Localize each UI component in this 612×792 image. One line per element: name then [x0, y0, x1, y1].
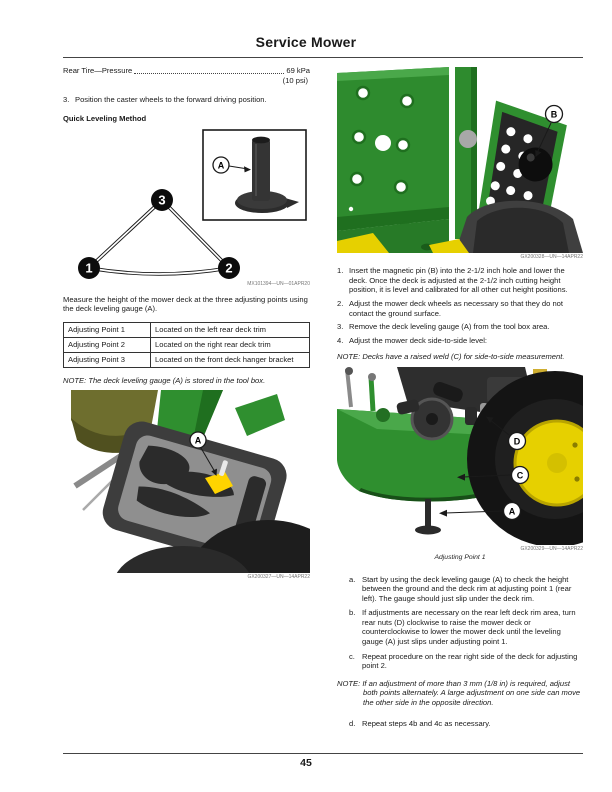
figure-toolbox-photo: A GX200327—UN—14APR22: [63, 390, 310, 580]
adjusting-point-3-marker: 3: [151, 189, 173, 212]
height-adjustment-panel: [478, 100, 567, 232]
table-cell-location: Located on the right rear deck trim: [150, 336, 310, 353]
step-item: 3. Remove the deck leveling gauge (A) fr…: [337, 322, 583, 332]
figure-caption: MX101394—UN—01APR20: [247, 281, 310, 288]
page-number: 45: [300, 757, 312, 769]
spec-row: Rear Tire—Pressure 69 kPa: [63, 66, 310, 76]
svg-text:3: 3: [158, 193, 165, 208]
callout-a-badge: A: [439, 501, 522, 520]
table-row: Adjusting Point 2 Located on the right r…: [63, 336, 310, 353]
figure-height-panel-photo: B GX200328—UN—14APR22: [337, 67, 583, 260]
adjusting-point-1-marker: 1: [78, 257, 100, 280]
figure-subcaption: Adjusting Point 1: [434, 554, 486, 562]
deck-leveling-gauge-in-tray: [205, 460, 233, 495]
substep-letter: c.: [349, 651, 355, 661]
step-number: 3.: [63, 95, 70, 105]
footer-rule: [63, 753, 583, 754]
substep-list: d. Repeat steps 4b and 4c as necessary.: [349, 719, 583, 729]
left-frame-rods: [345, 366, 376, 411]
green-frame-panel: [337, 67, 449, 253]
substep-letter: d.: [349, 719, 356, 729]
leveling-diagram-illustration: A 1 2 3: [78, 129, 307, 280]
left-column: Rear Tire—Pressure 69 kPa (10 psi) 3. Po…: [63, 66, 310, 581]
substep-list: a. Start by using the deck leveling gaug…: [349, 575, 583, 671]
step-text: Adjust the mower deck side-to-side level…: [349, 335, 488, 345]
svg-text:B: B: [551, 110, 558, 120]
deck-leveling-gauge: [415, 498, 441, 535]
section-heading: Quick Leveling Method: [63, 113, 147, 123]
step-text: Remove the deck leveling gauge (A) from …: [349, 322, 550, 332]
callout-c-badge: C: [457, 465, 530, 484]
rear-tire: [467, 370, 583, 545]
table-row: Adjusting Point 3 Located on the front d…: [63, 351, 310, 368]
callout-a-badge: A: [212, 156, 251, 174]
substep-text: Repeat procedure on the rear right side …: [362, 651, 578, 671]
step-text: Position the caster wheels to the forwar…: [75, 95, 267, 105]
substep-item: a. Start by using the deck leveling gaug…: [349, 575, 583, 604]
table-cell-point: Adjusting Point 3: [63, 351, 151, 368]
substep-item: c. Repeat procedure on the rear right si…: [349, 652, 583, 671]
rear-wheel: [116, 520, 310, 574]
step-number: 4.: [337, 335, 344, 345]
figure-leveling-diagram: A 1 2 3 MX10: [63, 128, 310, 287]
svg-text:2: 2: [225, 261, 232, 276]
substep-letter: b.: [349, 608, 356, 618]
table-cell-location: Located on the front deck hanger bracket: [150, 351, 310, 368]
step-item: 4. Adjust the mower deck side-to-side le…: [337, 336, 583, 346]
table-row: Adjusting Point 1 Located on the left re…: [63, 321, 310, 338]
substep-text: Start by using the deck leveling gauge (…: [362, 574, 572, 603]
page-title: Service Mower: [255, 34, 357, 50]
note-adjustment-limit: NOTE: If an adjustment of more than 3 mm…: [337, 678, 581, 707]
figure-caption: GX200327—UN—14APR22: [247, 574, 310, 581]
figure-caption: GX200329—UN—14APR22: [520, 545, 583, 552]
substep-text: Repeat steps 4b and 4c as necessary.: [362, 719, 491, 729]
toolbox-photo-illustration: A: [71, 390, 310, 574]
callout-b-badge: B: [535, 104, 564, 157]
frame-post: [455, 67, 477, 239]
spec-label: Rear Tire—Pressure: [63, 66, 133, 75]
svg-text:1: 1: [85, 261, 92, 276]
table-cell-location: Located on the left rear deck trim: [150, 321, 310, 338]
step-number: 1.: [337, 266, 344, 276]
table-cell-point: Adjusting Point 1: [63, 321, 151, 338]
header-rule: [63, 57, 583, 58]
callout-a-badge: A: [189, 431, 217, 477]
height-panel-photo-illustration: B: [337, 67, 583, 253]
adjusting-points-table: Adjusting Point 1 Located on the left re…: [63, 321, 310, 368]
svg-text:C: C: [517, 470, 524, 480]
substep-letter: a.: [349, 574, 356, 584]
step-item: 1. Insert the magnetic pin (B) into the …: [337, 266, 583, 295]
table-cell-point: Adjusting Point 2: [63, 336, 151, 353]
gauge-illustration: [235, 136, 299, 214]
fender: [455, 200, 583, 253]
svg-text:A: A: [218, 161, 225, 171]
callout-d-badge: D: [486, 416, 527, 450]
measure-paragraph: Measure the height of the mower deck at …: [63, 294, 308, 314]
substep-text: If adjustments are necessary on the rear…: [362, 608, 576, 647]
adjusting-point-2-marker: 2: [218, 257, 240, 280]
note-toolbox: NOTE: The deck leveling gauge (A) is sto…: [63, 375, 266, 385]
substep-item: d. Repeat steps 4b and 4c as necessary.: [349, 719, 583, 729]
step-item: 2. Adjust the mower deck wheels as neces…: [337, 299, 583, 318]
svg-text:D: D: [514, 436, 521, 446]
step-text: Adjust the mower deck wheels as necessar…: [349, 298, 564, 318]
deck-side-photo-illustration: D C A: [337, 366, 583, 545]
dot-leader: [134, 72, 285, 74]
note-raised-weld: NOTE: Decks have a raised weld (C) for s…: [337, 352, 565, 362]
spec-value-secondary: (10 psi): [282, 75, 308, 85]
step-item: 3. Position the caster wheels to the for…: [63, 95, 310, 105]
svg-text:A: A: [195, 436, 202, 446]
figure-caption: GX200328—UN—14APR22: [520, 254, 583, 260]
step-number: 3.: [337, 322, 344, 332]
step-number: 2.: [337, 298, 344, 308]
svg-text:A: A: [509, 506, 516, 516]
step-text: Insert the magnetic pin (B) into the 2-1…: [349, 266, 568, 295]
figure-deck-side-photo: D C A GX200329—UN—14APR22 Adjusting Poin…: [337, 366, 583, 563]
spec-value: 69 kPa: [286, 66, 310, 75]
substep-item: b. If adjustments are necessary on the r…: [349, 608, 583, 646]
right-column: B GX200328—UN—14APR22 1. Insert the magn…: [337, 67, 583, 729]
yellow-parts: [337, 233, 469, 253]
